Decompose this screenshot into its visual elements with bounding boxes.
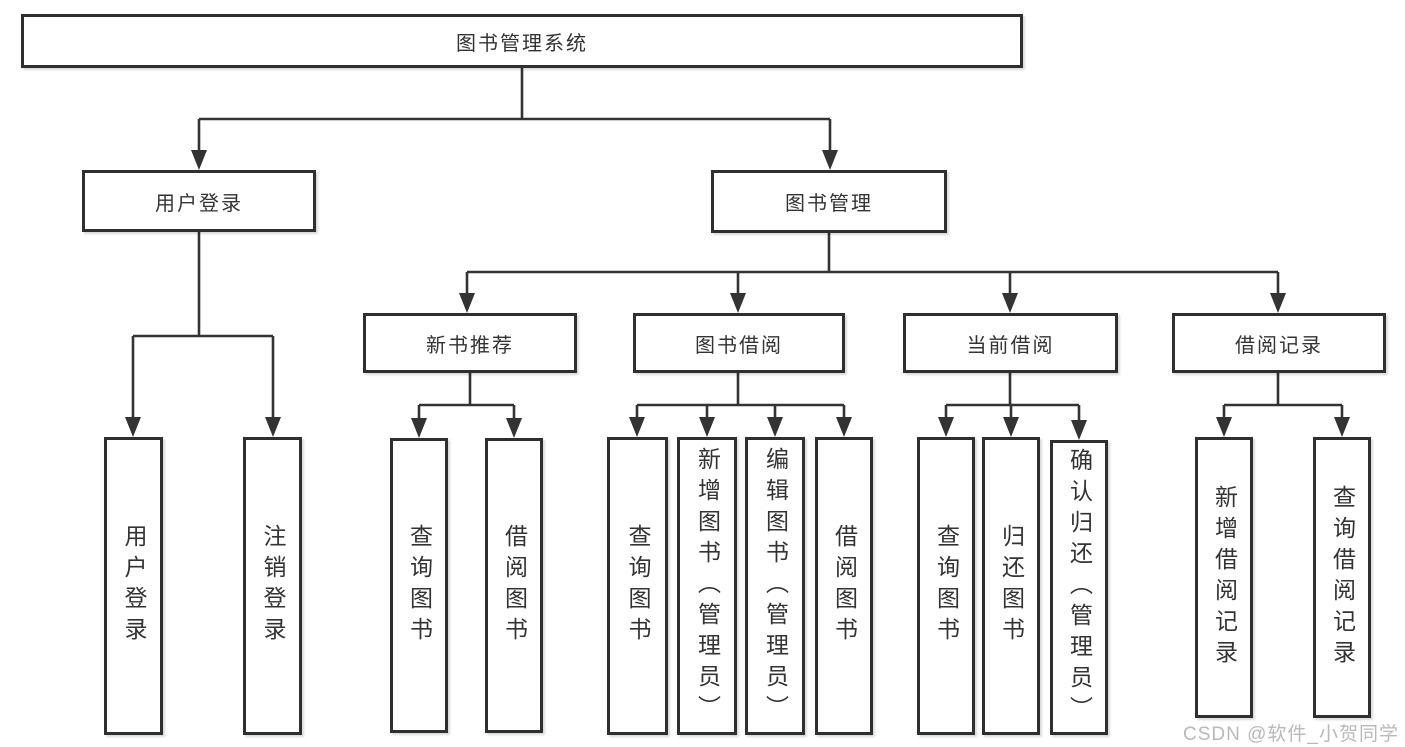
node-user-login: 用户登录 [82, 170, 316, 232]
node-new-book-recommend: 新书推荐 [363, 313, 577, 373]
arrowhead [191, 150, 207, 170]
arrowhead [1003, 417, 1019, 437]
arrowhead [1270, 293, 1286, 313]
edge-records-split [1222, 373, 1344, 419]
arrowhead [265, 417, 281, 437]
node-leaf-add-borrow-record: 新增借阅记录 [1195, 437, 1253, 718]
arrowhead [1216, 417, 1232, 437]
arrowhead [730, 293, 746, 313]
edge-recommend-split [417, 373, 516, 420]
arrowhead [411, 418, 427, 438]
arrowhead [822, 150, 838, 170]
node-leaf-return-books: 归还图书 [982, 437, 1040, 735]
node-leaf-query-books-2: 查询图书 [607, 437, 668, 735]
node-root: 图书管理系统 [21, 14, 1023, 68]
arrowhead [836, 417, 852, 437]
arrowhead [1334, 417, 1350, 437]
node-book-management: 图书管理 [711, 170, 947, 233]
node-leaf-logout: 注销登录 [243, 437, 302, 735]
edge-mgmt-split [465, 233, 1280, 295]
node-leaf-confirm-return-admin: 确认归还（管理员） [1050, 440, 1108, 735]
node-leaf-borrow-books-1: 借阅图书 [485, 438, 543, 733]
edge-root-split [197, 68, 832, 152]
node-leaf-query-borrow-record: 查询借阅记录 [1313, 437, 1371, 718]
node-leaf-add-books-admin: 新增图书（管理员） [677, 437, 737, 735]
arrowhead [767, 417, 783, 437]
node-leaf-edit-books-admin: 编辑图书（管理员） [745, 437, 805, 735]
arrowhead [699, 417, 715, 437]
node-leaf-query-books-1: 查询图书 [390, 438, 448, 733]
edge-login-split [131, 232, 275, 419]
arrowhead [1002, 293, 1018, 313]
node-leaf-borrow-books-2: 借阅图书 [815, 437, 873, 735]
edge-borrow-split [635, 373, 846, 419]
arrowhead [125, 417, 141, 437]
arrowhead [938, 417, 954, 437]
arrowhead [629, 417, 645, 437]
csdn-watermark: CSDN @软件_小贺同学 [1183, 724, 1399, 745]
arrowhead [506, 418, 522, 438]
node-borrowing-records: 借阅记录 [1172, 313, 1386, 373]
node-book-borrowing: 图书借阅 [633, 313, 845, 373]
arrowhead [459, 293, 475, 313]
edge-current-split [944, 373, 1081, 422]
node-leaf-user-login: 用户登录 [104, 437, 163, 735]
node-current-borrowing: 当前借阅 [903, 313, 1118, 373]
node-leaf-query-books-3: 查询图书 [917, 437, 975, 735]
arrowhead [1071, 420, 1087, 440]
